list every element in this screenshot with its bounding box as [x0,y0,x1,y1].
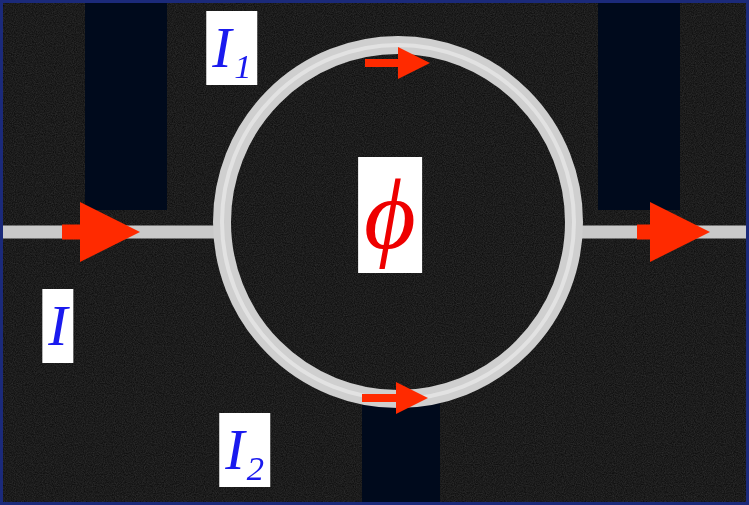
lead-wire [580,226,746,239]
flux-label: ϕ [358,157,422,273]
electrode [85,3,167,210]
ring [222,45,574,399]
electrode [598,3,680,210]
current-arrow [362,394,412,402]
current-arrow [62,225,110,240]
lead-wire [3,226,215,239]
current-arrow [637,225,680,240]
current-label: I [42,289,73,363]
electrode [362,402,440,502]
current-label: I₁ [206,11,257,85]
current-arrow [365,59,414,67]
substrate [3,3,746,502]
substrate-grain [3,3,746,502]
ring-highlight [222,45,574,399]
current-label: I₂ [219,413,270,487]
